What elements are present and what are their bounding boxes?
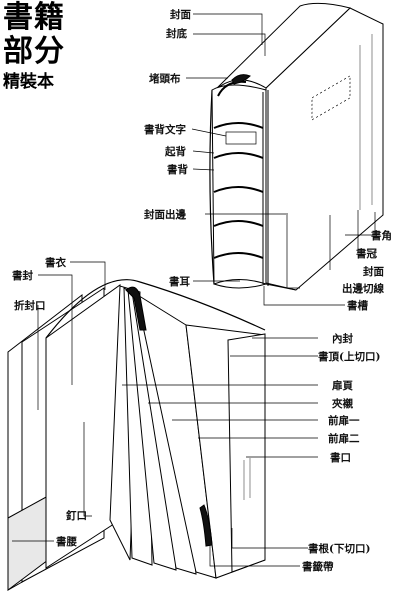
- label-cover-back: 封底: [166, 28, 187, 40]
- leader-lines: [12, 13, 376, 567]
- ribbon-top: [125, 286, 147, 331]
- leader-raised-band: [192, 150, 215, 154]
- book-bottom-edge: [213, 283, 297, 291]
- spine-left-edge: [209, 89, 215, 285]
- open-book-drawing: [7, 279, 266, 591]
- label-front-leaf-1: 前扉一: [328, 415, 360, 427]
- leader-dust-jacket: [70, 261, 106, 290]
- spine-body: [211, 84, 267, 285]
- label-gutter: 釘口: [66, 510, 87, 522]
- label-ribbon: 書籤帶: [302, 561, 334, 573]
- leader-spine-title: [191, 128, 227, 137]
- title-line-3: 精裝本: [3, 72, 54, 92]
- raised-band-4: [213, 220, 264, 227]
- label-corner: 書角: [371, 230, 392, 242]
- raised-band-1: [213, 122, 264, 129]
- label-book-band: 書腰: [56, 536, 77, 548]
- headband-curl: [217, 80, 247, 97]
- label-fore-edge: 書口: [330, 452, 351, 464]
- label-headband: 堵頭布: [149, 73, 181, 85]
- label-crown: 書冠: [356, 248, 377, 260]
- label-front-leaf-2: 前扉二: [328, 433, 360, 445]
- book-top-edge: [212, 2, 352, 93]
- closed-book-drawing: [209, 2, 384, 291]
- leader-jacket-cover: [38, 274, 73, 385]
- leader-gutter: [83, 422, 92, 517]
- leader-corner: [345, 212, 376, 236]
- title-line-2: 部分: [3, 34, 65, 69]
- label-tipped-insert: 夾襯: [332, 398, 353, 410]
- headband-ribbon-top: [231, 74, 251, 85]
- label-endpaper: 扉頁: [332, 380, 353, 392]
- leader-tail: [231, 528, 308, 549]
- label-jacket-cover: 書封: [12, 270, 33, 282]
- label-spine: 書背: [167, 164, 188, 176]
- leader-ribbon: [209, 545, 300, 567]
- raised-band-3: [213, 186, 264, 193]
- label-groove: 書槽: [347, 300, 368, 312]
- label-trim-line: 出邊切線: [342, 283, 384, 295]
- label-cover-overhang: 封面出邊: [144, 209, 186, 221]
- label-cover-front: 封面: [170, 9, 191, 21]
- label-dust-jacket: 書衣: [45, 257, 66, 269]
- spine-title-box: [225, 131, 257, 145]
- ribbon-bottom: [199, 504, 213, 547]
- label-raised-band: 起背: [165, 146, 186, 158]
- leader-spine: [192, 168, 215, 171]
- leader-cover-front: [193, 13, 263, 45]
- raised-band-2: [213, 152, 264, 159]
- leader-cover-back: [193, 33, 266, 56]
- label-tail: 書根(下切口): [308, 543, 371, 555]
- label-inner-board: 內封: [332, 333, 353, 345]
- cover-title-box: [311, 75, 351, 121]
- label-flap: 折封口: [14, 300, 46, 312]
- raised-band-5: [213, 252, 264, 259]
- back-board: [227, 333, 266, 573]
- leader-groove: [263, 286, 345, 306]
- leader-trim-line: [286, 215, 300, 289]
- label-head: 書頂(上切口): [318, 351, 381, 363]
- label-joint: 書耳: [169, 276, 190, 288]
- label-spine-title: 書背文字: [144, 124, 186, 136]
- open-book-top-edge: [45, 279, 266, 339]
- title-line-1: 書籍: [3, 0, 65, 35]
- label-cover-edge: 封面: [363, 266, 384, 278]
